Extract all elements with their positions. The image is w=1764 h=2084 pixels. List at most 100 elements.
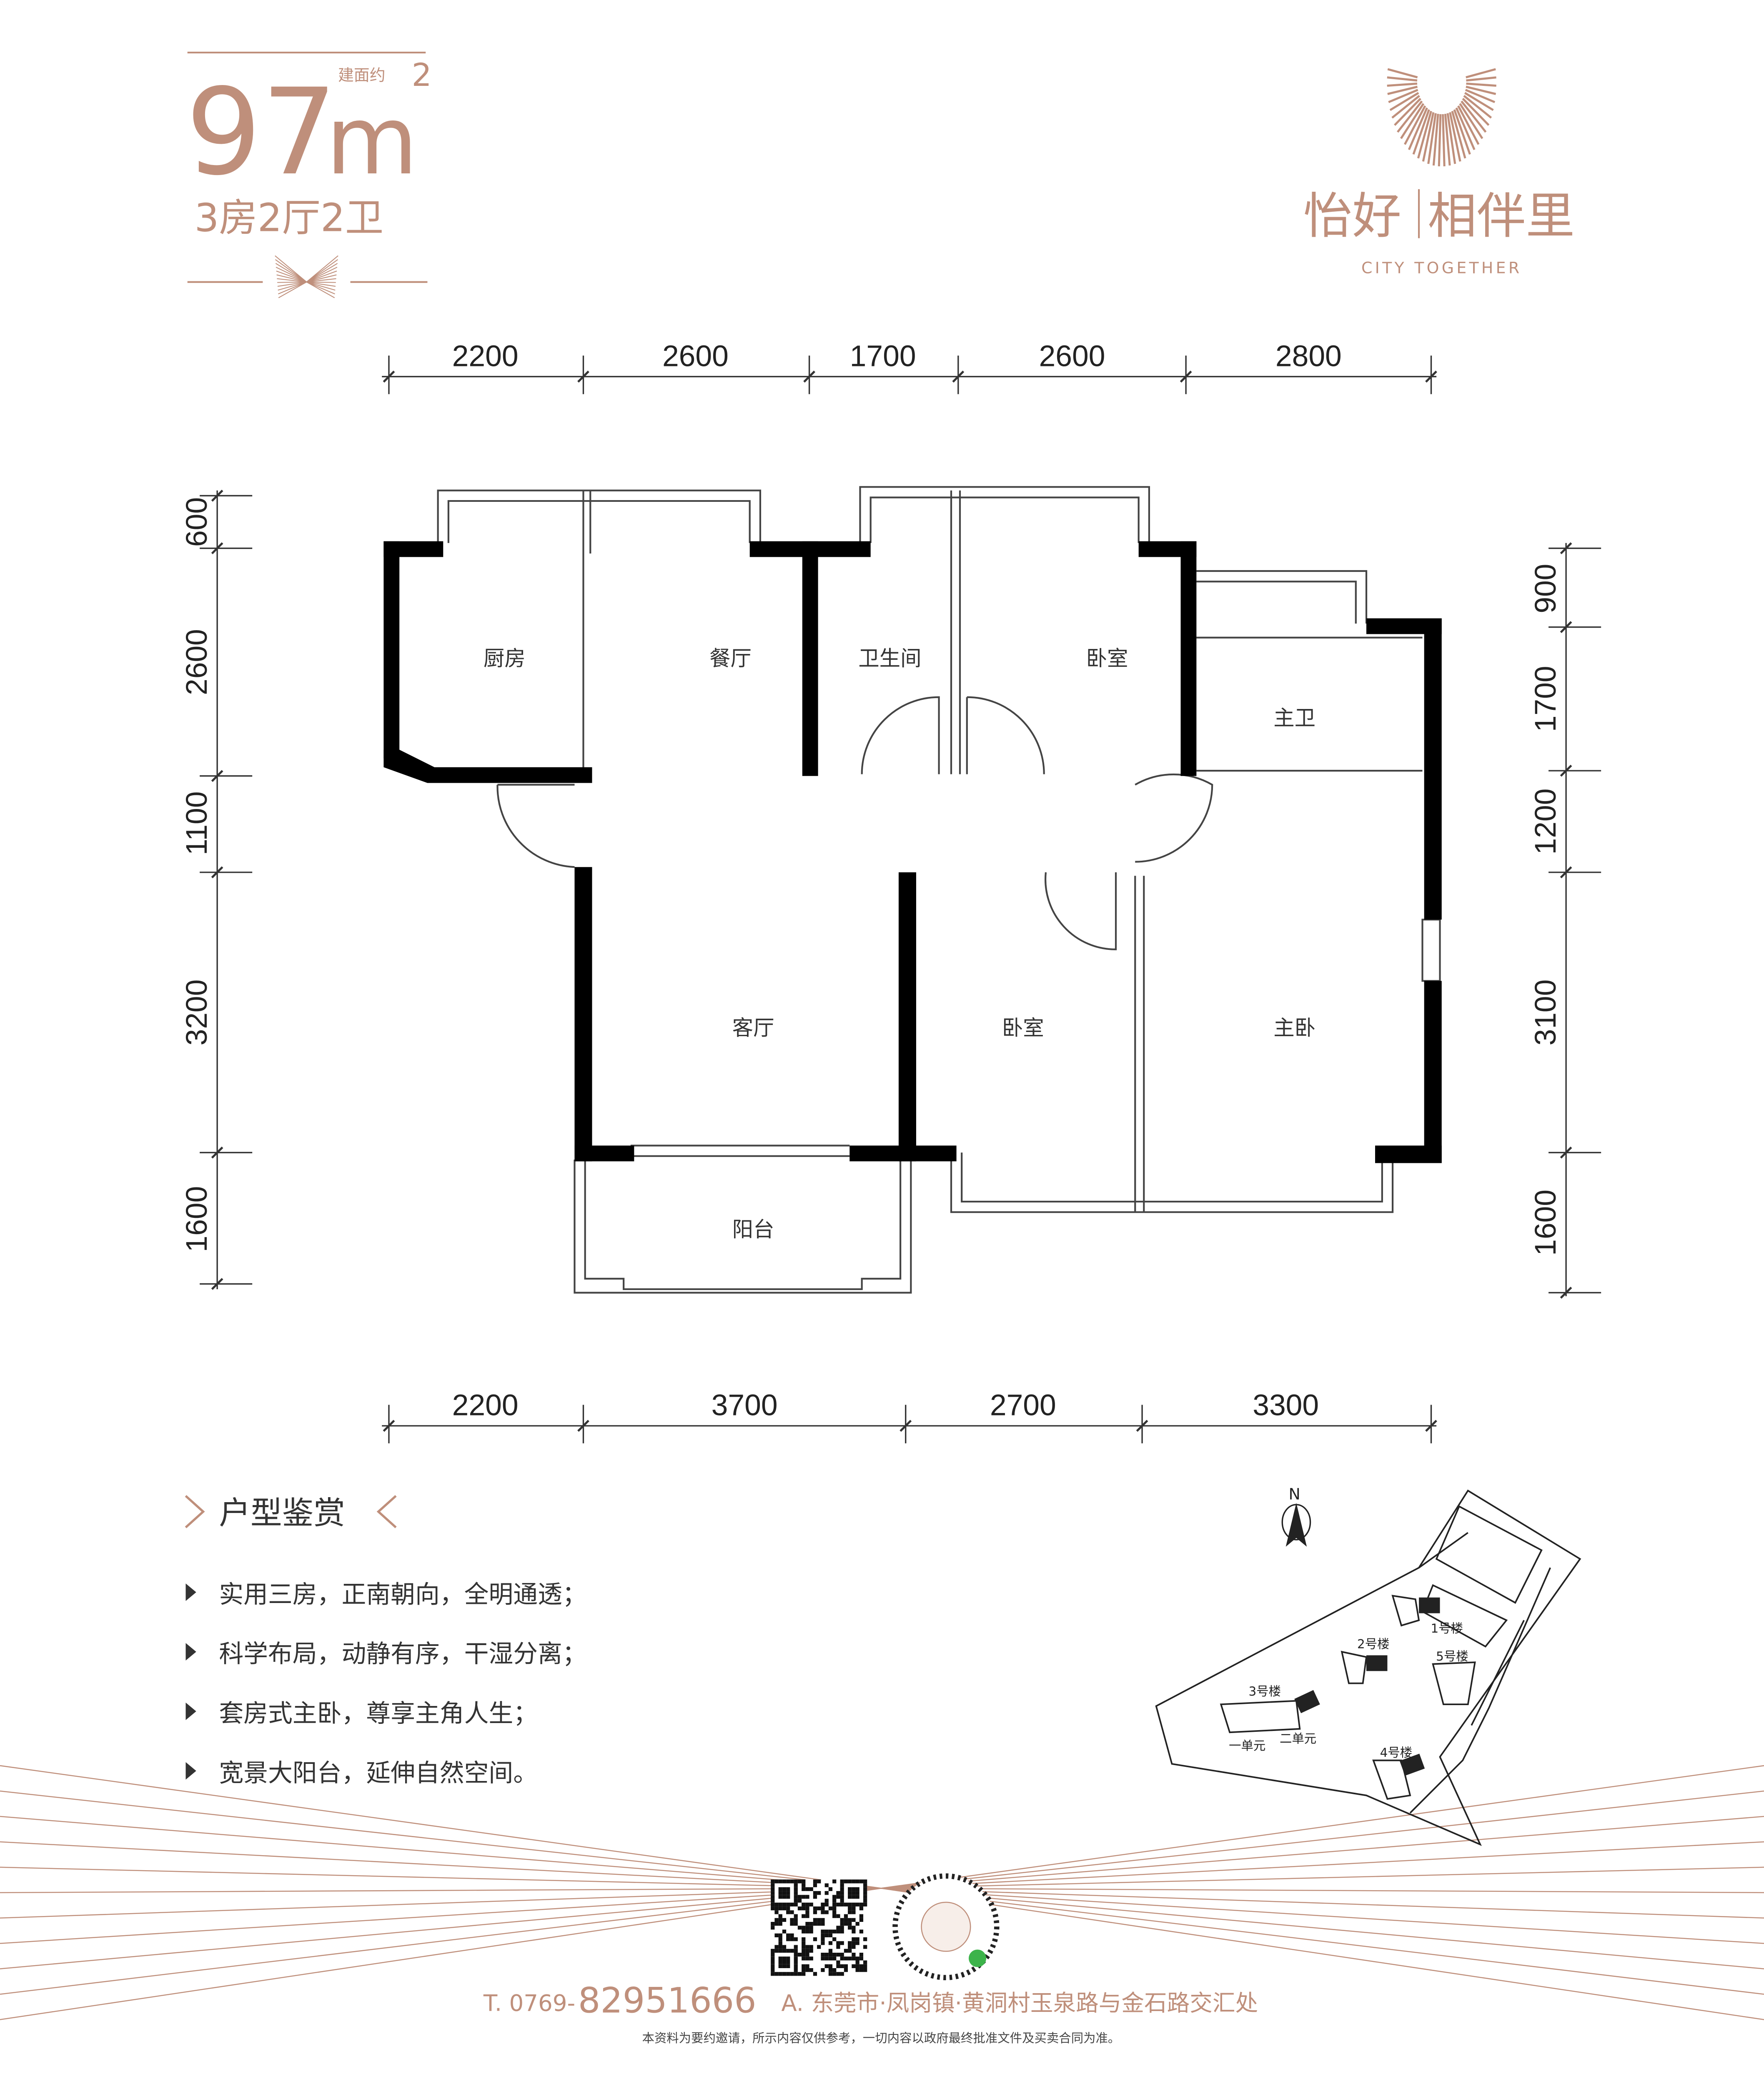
tel-number: 82951666 (578, 1980, 757, 2021)
qr-code (771, 1879, 867, 1976)
bullet-icon (185, 1583, 196, 1601)
dim-label: 2200 (452, 339, 519, 373)
dim-tick (952, 371, 965, 383)
dim-tick (1560, 542, 1572, 554)
room-dining: 餐厅 (709, 646, 752, 671)
area-header: 97 m 建面约 2 3房2厅2卫 (185, 51, 432, 298)
dim-label: 3100 (1529, 979, 1562, 1046)
building-label: 1号楼 (1431, 1621, 1463, 1636)
wechat-icon (969, 1949, 987, 1967)
dim-label: 1200 (1529, 789, 1562, 855)
dim-tick (577, 1420, 589, 1432)
building-2: 2号楼 (1341, 1637, 1390, 1684)
unit-label: 二单元 (1280, 1732, 1316, 1746)
butterfly-icon (275, 255, 338, 298)
dim-label: 3700 (712, 1389, 778, 1422)
dim-label: 1600 (180, 1186, 213, 1252)
chevron-right-icon (185, 1495, 205, 1528)
decorative-rays (0, 1765, 1764, 2020)
building-label: 2号楼 (1357, 1637, 1390, 1651)
ray-line (0, 1790, 882, 1889)
dim-tick (383, 371, 395, 383)
dim-tick (1560, 1287, 1572, 1299)
feature-item: 套房式主卧，尊享主角人生； (219, 1699, 538, 1728)
doors (496, 696, 1213, 950)
ray-line (881, 1888, 1764, 1995)
ray-line (881, 1866, 1764, 1889)
dimension-right: 900 1700 1200 3100 1600 (1529, 542, 1601, 1299)
brand-tagline: CITY TOGETHER (1361, 259, 1522, 277)
ray-line (0, 1866, 881, 1889)
ray-line (0, 1816, 882, 1889)
building-5: 5号楼 (1432, 1649, 1476, 1705)
dim-label: 2600 (1039, 339, 1105, 373)
dimension-left: 600 2600 1100 3200 1600 (180, 489, 253, 1290)
dim-tick (211, 770, 223, 782)
area-superscript: 2 (412, 57, 432, 93)
dimension-top: 2200 2600 1700 2600 2800 (382, 339, 1437, 394)
ray-line (881, 1816, 1764, 1889)
dim-tick (211, 866, 223, 879)
disclaimer: 本资料为要约邀请，所示内容仅供参考，一切内容以政府最终批准文件及买卖合同为准。 (642, 2031, 1120, 2045)
room-balcony: 阳台 (732, 1217, 774, 1242)
dim-tick (1560, 621, 1572, 633)
feature-item: 科学布局，动静有序，干湿分离； (219, 1639, 586, 1668)
dim-tick (211, 542, 223, 554)
footer: T. 0769- 82951666 A. 东莞市·凤岗镇·黄洞村玉泉路与金石路交… (483, 1980, 1258, 2045)
dim-label: 2700 (990, 1389, 1056, 1422)
room-kitchen: 厨房 (484, 646, 526, 671)
dim-tick (803, 371, 815, 383)
ray-line (881, 1790, 1764, 1889)
dim-label: 2600 (180, 629, 213, 695)
dim-label: 1100 (180, 791, 213, 855)
ray-line (881, 1765, 1764, 1889)
unit-label: 一单元 (1229, 1738, 1265, 1753)
address: A. 东莞市·凤岗镇·黄洞村玉泉路与金石路交汇处 (781, 1990, 1258, 2016)
dim-label: 3300 (1253, 1389, 1319, 1422)
ray-line (881, 1841, 1764, 1889)
chevron-left-icon (376, 1495, 397, 1528)
sunburst-logo-icon (1387, 68, 1496, 167)
dim-label: 3200 (180, 979, 213, 1046)
dim-label: 1600 (1529, 1190, 1562, 1256)
building-label: 5号楼 (1436, 1649, 1468, 1663)
dim-tick (1560, 1146, 1572, 1159)
ray-line (0, 1888, 881, 1894)
dim-label: 2600 (662, 339, 729, 373)
dim-label: 600 (180, 497, 213, 547)
area-unit: m (326, 85, 418, 196)
dim-tick (1560, 764, 1572, 777)
dim-tick (1180, 371, 1192, 383)
ray-line (0, 1888, 881, 1944)
building-1: 1号楼 (1391, 1595, 1463, 1636)
site-plan: N 1号楼 2号楼 3号楼 一单元 二单元 4号楼 (1155, 1485, 1581, 1846)
room-bathroom: 卫生间 (858, 646, 921, 671)
building-label: 3号楼 (1248, 1684, 1281, 1698)
feature-item: 宽景大阳台，延伸自然空间。 (219, 1758, 538, 1787)
walls (383, 541, 1442, 1163)
dim-tick (577, 371, 589, 383)
dim-tick (211, 1278, 223, 1290)
wechat-mini-program-code (892, 1873, 1000, 1980)
dimension-bottom: 2200 3700 2700 3300 (382, 1389, 1437, 1443)
ray-line (881, 1888, 1764, 1969)
dim-tick (1560, 866, 1572, 879)
dim-tick (1425, 1420, 1437, 1432)
features-title: 户型鉴赏 (219, 1495, 345, 1531)
features-section: 户型鉴赏 实用三房，正南朝向，全明通透； 科学布局，动静有序，干湿分离； 套房式… (185, 1495, 587, 1787)
ray-line (0, 1765, 882, 1889)
dim-tick (1425, 371, 1437, 383)
room-living: 客厅 (732, 1016, 774, 1040)
dim-label: 1700 (850, 339, 916, 373)
ray-line (0, 1841, 881, 1889)
ray-line (881, 1888, 1764, 2020)
feature-item: 实用三房，正南朝向，全明通透； (219, 1580, 586, 1608)
brand-name-right: 相伴里 (1428, 188, 1575, 245)
room-master-bedroom: 主卧 (1273, 1016, 1315, 1040)
dim-label: 2200 (452, 1389, 519, 1422)
tel-prefix: T. 0769- (483, 1990, 575, 2016)
dim-tick (900, 1420, 912, 1432)
dim-tick (1136, 1420, 1148, 1432)
